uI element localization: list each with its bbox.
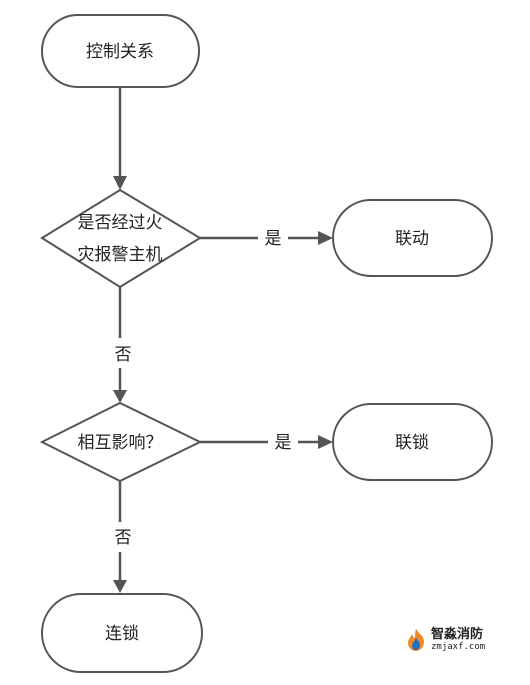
watermark: 智淼消防 zmjaxf.com [405,628,485,652]
edge-label-decision1-yes: 是 [265,229,282,249]
node-interlock: 联锁 [332,403,493,481]
node-start-shape [41,14,200,88]
node-chain-label: 连锁 [105,624,139,644]
node-decision2: 相互影响？ [39,401,203,483]
node-decision1-label-line2: 灾报警主机 [78,245,163,265]
connectors [113,87,333,593]
arrowhead-decision2-no [113,580,127,593]
node-linkage-label: 联动 [395,229,429,249]
node-decision2-label: 相互影响？ [78,433,163,453]
watermark-name: 智淼消防 [431,627,484,642]
edge-label-decision1-no: 否 [115,345,132,365]
watermark-url: zmjaxf.com [431,642,486,652]
edge-label-decision2-no: 否 [115,528,132,548]
arrowhead-decision2-yes [318,435,333,449]
node-chain: 连锁 [41,593,203,673]
node-linkage-shape [332,199,493,277]
arrowhead-decision1-yes [318,231,333,245]
arrowhead-decision1-no [113,390,127,403]
node-interlock-shape [332,403,493,481]
node-linkage: 联动 [332,199,493,277]
node-decision2-shape [39,401,203,483]
node-interlock-label: 联锁 [395,433,429,453]
node-decision1-label-line1: 是否经过火 [78,213,163,233]
node-chain-shape [41,593,203,673]
node-start: 控制关系 [41,14,200,88]
edge-label-bg-d2-yes [268,430,298,454]
node-start-label: 控制关系 [86,42,154,62]
node-decision1: 是否经过火 灾报警主机 [40,188,202,289]
flame-logo-icon [408,629,424,651]
edge-label-decision2-yes: 是 [275,433,292,453]
node-decision1-shape [40,188,202,289]
edge-label-bg-d1-yes [258,226,288,250]
arrowhead-start-to-decision1 [113,176,127,190]
